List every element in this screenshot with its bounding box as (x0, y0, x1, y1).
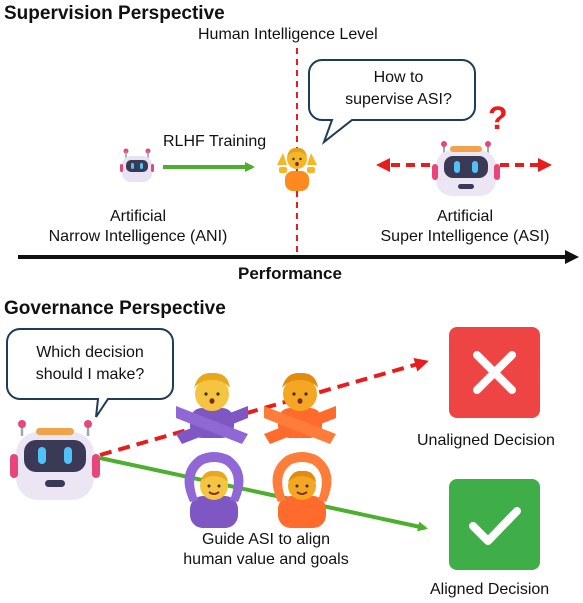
asi-line: Super Intelligence (ASI) (380, 228, 550, 245)
person-shrug-icon (277, 147, 317, 191)
bubble-line: should I make? (35, 366, 145, 383)
supervision-heading: Supervision Perspective (4, 3, 225, 24)
bubble-line: How to (373, 69, 424, 86)
asi-label: Artificial Super Intelligence (ASI) (350, 207, 580, 247)
bubble-line: Which decision (36, 344, 144, 361)
robot-icon (10, 420, 100, 500)
unaligned-label: Unaligned Decision (417, 432, 555, 449)
ani-line: Narrow Intelligence (ANI) (48, 228, 228, 245)
human-level-label: Human Intelligence Level (198, 26, 378, 43)
person-ok-arms-icon (272, 452, 332, 528)
aligned-arrow (99, 456, 428, 532)
robot-icon (120, 148, 154, 182)
guide-label: Guide ASI to align human value and goals (166, 530, 366, 570)
x-mark-icon (449, 327, 540, 418)
robot-icon (432, 141, 500, 196)
performance-axis-label: Performance (238, 264, 342, 283)
decision-bubble (6, 328, 174, 418)
bubble-line: supervise ASI? (345, 91, 452, 108)
person-ok-arms-icon (184, 452, 244, 528)
guide-line: Guide ASI to align (201, 531, 331, 548)
asi-line: Artificial (436, 208, 493, 225)
supervise-bubble-text: How to supervise ASI? (322, 67, 475, 111)
supervise-bubble (308, 59, 476, 145)
aligned-label: Aligned Decision (430, 581, 550, 598)
check-mark-icon (449, 479, 540, 570)
person-cross-arms-icon (176, 372, 248, 444)
ani-line: Artificial (109, 208, 166, 225)
ani-label: Artificial Narrow Intelligence (ANI) (20, 207, 256, 247)
guide-line: human value and goals (183, 551, 349, 568)
person-cross-arms-icon (264, 372, 336, 444)
governance-heading: Governance Perspective (4, 298, 226, 319)
rlhf-label: RLHF Training (163, 133, 267, 150)
decision-bubble-text: Which decision should I make? (7, 342, 173, 386)
question-mark-icon: ? (488, 100, 508, 136)
